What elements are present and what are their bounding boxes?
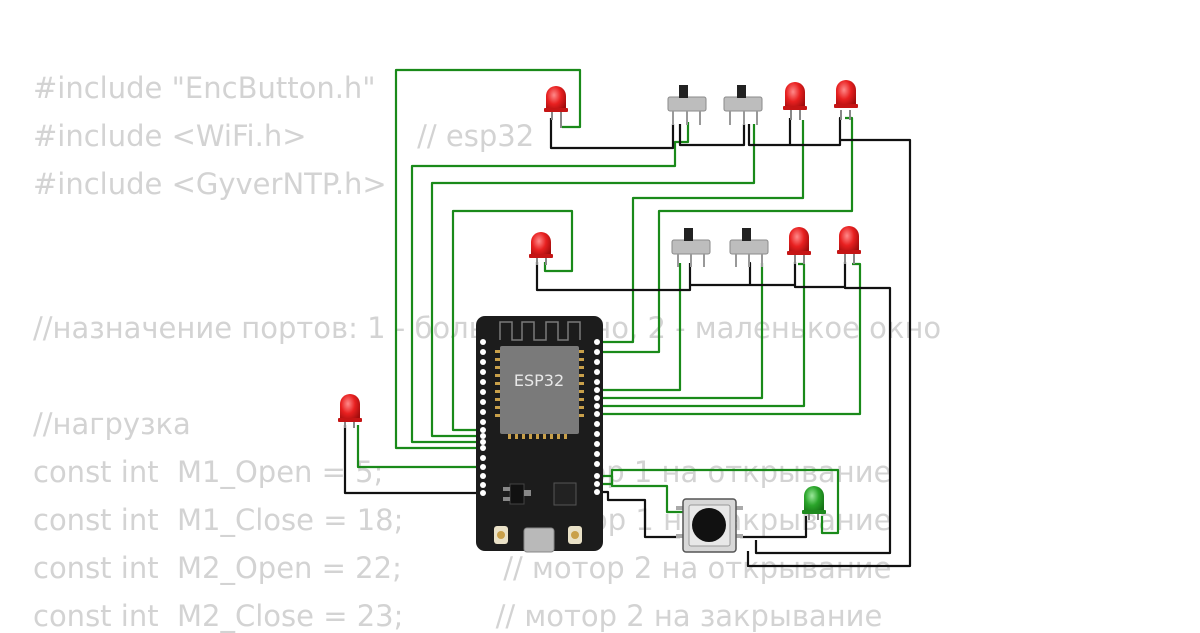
wire-gnd-top-row xyxy=(549,116,912,568)
wire-led-mid-left xyxy=(451,209,574,432)
led-red-top-r1[interactable] xyxy=(783,82,807,120)
wire-led-top-r2 xyxy=(597,116,854,354)
slide-switch-2[interactable] xyxy=(723,85,763,125)
chip-pads xyxy=(495,350,584,439)
voltage-regulator xyxy=(509,483,525,505)
wire-led-top-left xyxy=(394,68,582,450)
slide-switch-3[interactable] xyxy=(671,228,711,267)
pins-left xyxy=(480,339,486,496)
esp32-label: ESP32 xyxy=(514,371,564,390)
esp32-board[interactable]: ESP32 xyxy=(476,316,603,553)
slide-switch-4[interactable] xyxy=(729,228,769,267)
led-green[interactable] xyxy=(802,486,826,520)
wire-led-top-r1 xyxy=(597,120,805,344)
slide-switch-1[interactable] xyxy=(667,85,707,125)
push-button[interactable] xyxy=(676,498,743,553)
pins-right xyxy=(594,339,600,495)
wire-button xyxy=(597,474,686,514)
wire-gnd-lower-left xyxy=(343,425,482,495)
led-red-mid-r1[interactable] xyxy=(787,227,811,264)
led-red-mid-r2[interactable] xyxy=(837,226,861,264)
wire-switch-1 xyxy=(410,122,690,444)
usb-port xyxy=(523,527,555,553)
wire-gnd-button xyxy=(597,490,680,539)
wire-switch-4 xyxy=(597,263,764,400)
signal-wires xyxy=(356,68,862,535)
led-red-lower-left[interactable] xyxy=(338,394,362,428)
led-red-top-left[interactable] xyxy=(544,86,568,128)
led-red-mid-left[interactable] xyxy=(529,232,553,265)
wire-led-lower-left xyxy=(356,425,482,469)
wire-switch-2 xyxy=(430,124,756,438)
usb-uart-chip xyxy=(553,482,577,506)
wire-led-mid-r2 xyxy=(597,262,862,416)
wire-led-mid-r1 xyxy=(597,262,806,408)
wire-switch-3 xyxy=(597,263,682,392)
led-red-top-r2[interactable] xyxy=(834,80,858,120)
esp32-chip xyxy=(500,346,579,434)
ground-wires xyxy=(343,116,912,568)
wire-led-green xyxy=(597,468,840,535)
wire-gnd-green xyxy=(740,516,808,539)
